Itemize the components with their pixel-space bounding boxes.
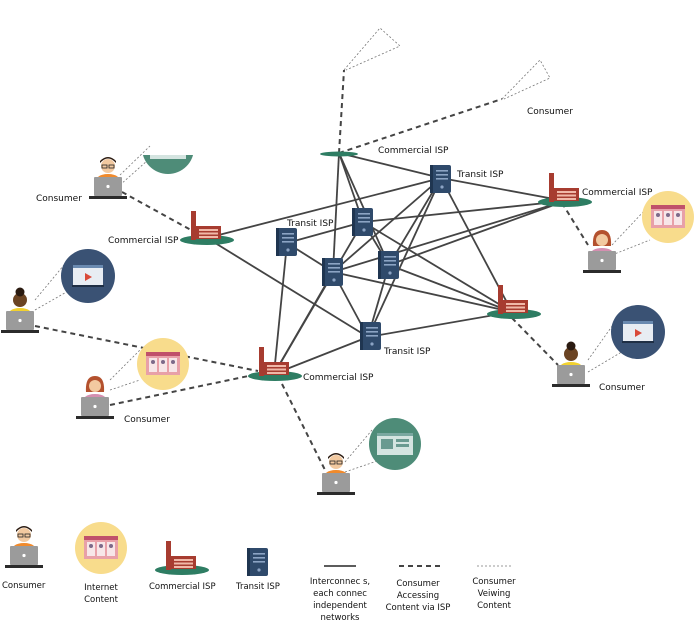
viewing-lines (34, 27, 651, 473)
commercial-isp-top (320, 151, 358, 157)
transit-isp-3 (276, 228, 297, 256)
transit-isp-6 (360, 322, 381, 350)
label-commercial-isp-top: Commercial ISP (378, 146, 449, 156)
consumer-bottom (316, 452, 356, 496)
diagram-labels: Consumer Commercial ISP Transit ISP Comm… (36, 107, 653, 425)
legend-commercial-isp: Commercial ISP (149, 541, 216, 592)
legend-viewing-line1: Consumer (472, 577, 516, 587)
content-green-bottom (369, 418, 421, 470)
label-consumer-top: Consumer (527, 107, 573, 117)
legend-transit-isp: Transit ISP (235, 548, 280, 592)
legend-internet-content: Internet Content (75, 522, 127, 605)
legend-accessing-line1: Consumer (396, 579, 440, 589)
transit-isp-4 (378, 251, 399, 279)
label-consumer-right: Consumer (599, 383, 645, 393)
label-commercial-isp-bottom: Commercial ISP (303, 373, 374, 383)
label-consumer-left: Consumer (124, 415, 170, 425)
legend-commercial-isp-label: Commercial ISP (149, 582, 216, 592)
content-yellow-left (137, 338, 189, 390)
legend-viewing-line2: Veiwing (478, 589, 511, 599)
legend-accessing-line3: Content via ISP (386, 603, 451, 613)
consumer-topleft (88, 156, 128, 200)
legend: Consumer Internet Content Commercial ISP… (2, 522, 516, 623)
content-blue-right (611, 305, 665, 359)
legend-interconnect: Interconnec s, each connec independent n… (310, 565, 370, 623)
legend-viewing-line3: Content (477, 601, 511, 611)
access-lines (34, 69, 589, 471)
label-commercial-isp-right: Commercial ISP (582, 188, 653, 198)
label-transit-isp-1: Transit ISP (456, 170, 504, 180)
content-yellow-right (642, 191, 694, 243)
legend-accessing-line2: Accessing (397, 591, 439, 601)
commercial-isp-bottom (248, 347, 302, 381)
legend-interconnect-line1: Interconnec s, (310, 577, 370, 587)
transit-isp-1 (430, 165, 451, 193)
legend-consumer: Consumer (2, 525, 46, 591)
consumer-right (583, 230, 621, 273)
legend-consumer-label: Consumer (2, 581, 46, 591)
legend-internet-content-line2: Content (84, 595, 118, 605)
legend-accessing: Consumer Accessing Content via ISP (386, 565, 451, 613)
legend-transit-isp-label: Transit ISP (235, 582, 280, 592)
transit-isp-2 (352, 208, 373, 236)
legend-viewing: Consumer Veiwing Content (472, 565, 516, 611)
legend-interconnect-line3: independent (313, 601, 367, 611)
label-consumer-topleft: Consumer (36, 194, 82, 204)
label-transit-isp-6: Transit ISP (383, 347, 431, 357)
legend-internet-content-line1: Internet (84, 583, 118, 593)
transit-isp-5 (322, 258, 343, 286)
consumer-left-lower (76, 376, 114, 419)
legend-interconnect-line4: networks (321, 613, 361, 622)
label-commercial-isp-left: Commercial ISP (108, 236, 179, 246)
content-blue-left (61, 249, 115, 303)
content-green-topleft (142, 155, 194, 174)
label-transit-isp-3: Transit ISP (286, 219, 334, 229)
legend-interconnect-line2: each connec (313, 589, 367, 599)
consumer-left (1, 287, 39, 333)
